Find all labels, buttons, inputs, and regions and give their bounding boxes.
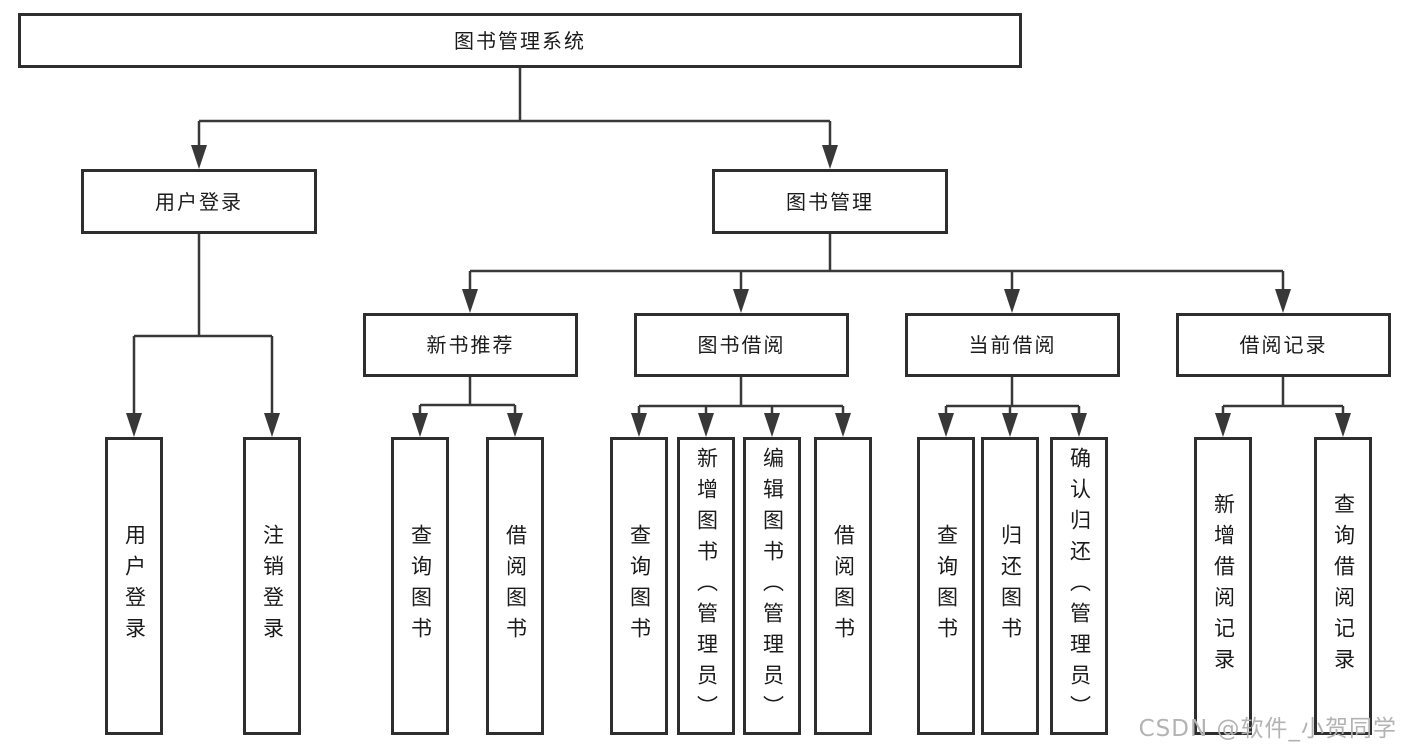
arrowhead-icon: [938, 413, 954, 437]
node-book-borrow: 图书借阅: [634, 313, 849, 377]
edge-user-login-to-leaves: [132, 234, 274, 416]
arrowhead-icon: [462, 289, 478, 313]
arrowhead-icon: [1002, 413, 1018, 437]
edge-book-mgmt-to-level3: [468, 234, 1285, 292]
node-current-borrow: 当前借阅: [905, 313, 1120, 377]
node-leaf-edit-books-admin: 编辑图书（管理员）: [743, 437, 801, 735]
arrowhead-icon: [1004, 289, 1020, 313]
edge-borrow-records-to-leaves: [1221, 377, 1345, 416]
node-new-book-recommend: 新书推荐: [363, 313, 578, 377]
watermark: CSDN @软件_小贺同学: [1138, 716, 1397, 742]
arrowhead-icon: [835, 413, 851, 437]
node-leaf-query-books-2: 查询图书: [610, 437, 668, 735]
node-book-management: 图书管理: [712, 169, 948, 234]
node-borrow-records: 借阅记录: [1176, 313, 1391, 377]
arrowhead-icon: [1215, 413, 1231, 437]
arrowhead-icon: [1335, 413, 1351, 437]
arrowhead-icon: [631, 413, 647, 437]
arrowhead-icon: [507, 413, 523, 437]
node-leaf-add-books-admin: 新增图书（管理员）: [677, 437, 735, 735]
edge-root-to-level2: [197, 68, 832, 148]
arrowhead-icon: [191, 145, 207, 169]
arrowhead-icon: [1071, 413, 1087, 437]
node-leaf-return-books: 归还图书: [981, 437, 1039, 735]
node-leaf-query-books-1: 查询图书: [391, 437, 449, 735]
arrowhead-icon: [698, 413, 714, 437]
node-leaf-query-borrow-record: 查询借阅记录: [1314, 437, 1372, 735]
node-leaf-user-login: 用户登录: [105, 437, 163, 735]
arrowhead-icon: [412, 413, 428, 437]
arrowhead-icon: [126, 413, 142, 437]
node-user-login: 用户登录: [81, 169, 317, 234]
edge-book-borrow-to-leaves: [637, 377, 845, 416]
node-leaf-add-borrow-record: 新增借阅记录: [1194, 437, 1252, 735]
node-root: 图书管理系统: [18, 13, 1022, 68]
arrowhead-icon: [822, 145, 838, 169]
arrowhead-icon: [1275, 289, 1291, 313]
node-leaf-borrow-books-1: 借阅图书: [486, 437, 544, 735]
node-leaf-logout: 注销登录: [243, 437, 301, 735]
node-leaf-confirm-return-admin: 确认归还（管理员）: [1050, 437, 1108, 735]
arrowhead-icon: [264, 413, 280, 437]
node-leaf-query-books-3: 查询图书: [917, 437, 975, 735]
edge-current-borrow-to-leaves: [944, 377, 1081, 416]
edge-new-books-to-leaves: [418, 377, 517, 416]
arrowhead-icon: [764, 413, 780, 437]
node-leaf-borrow-books-2: 借阅图书: [814, 437, 872, 735]
arrowhead-icon: [733, 289, 749, 313]
